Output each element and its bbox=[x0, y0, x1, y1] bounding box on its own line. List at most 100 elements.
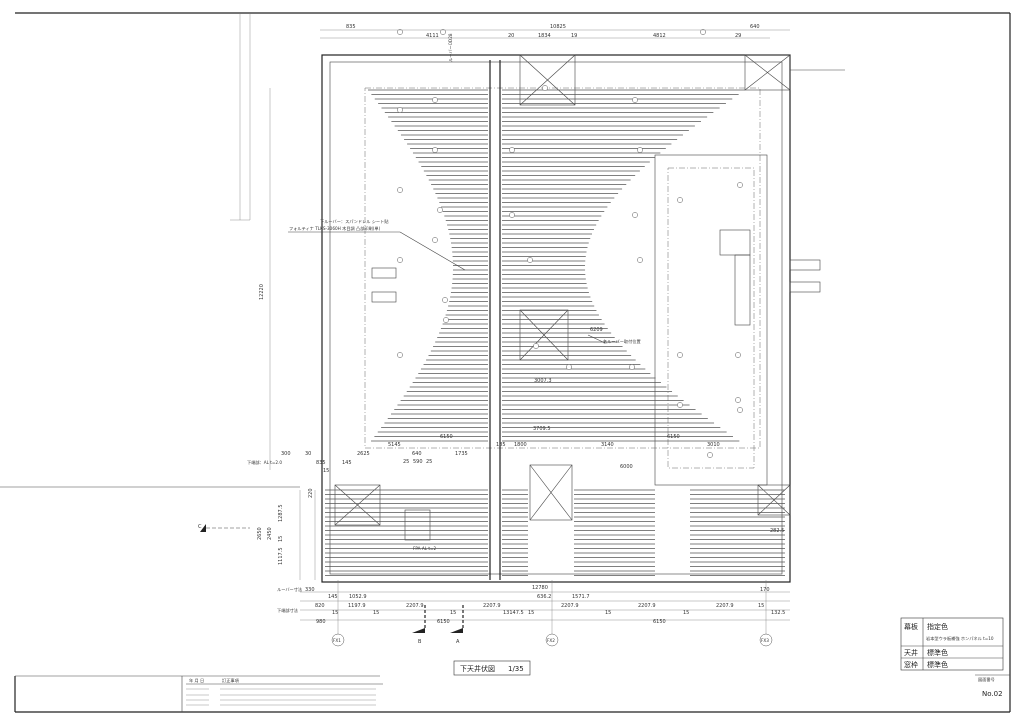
drawing-frame bbox=[0, 12, 1011, 713]
light-fixture-icon bbox=[677, 402, 683, 408]
light-fixture-icon bbox=[432, 97, 438, 103]
dim: 6150 bbox=[440, 434, 453, 440]
dim: 1800 bbox=[514, 442, 527, 448]
dim: 170 bbox=[760, 587, 770, 593]
dim: 15 bbox=[373, 610, 379, 616]
dim: 5145 bbox=[388, 442, 401, 448]
row-label: ルーバー寸法 bbox=[277, 586, 302, 593]
dim: 12780 bbox=[532, 585, 548, 591]
dim: 6150 bbox=[437, 619, 450, 625]
left-dimensions: 12220 300 30 835 145 15 2625 220 1287.5 … bbox=[257, 284, 370, 593]
dim: 2207.9 bbox=[483, 603, 501, 609]
dim: 10825 bbox=[550, 24, 566, 30]
section-label-b: B bbox=[418, 639, 422, 645]
section-marker-a bbox=[450, 628, 463, 633]
light-fixture-icon bbox=[397, 107, 403, 113]
dim: 1735 bbox=[455, 451, 468, 457]
dim: 15 bbox=[332, 610, 338, 616]
row-label: 下端部寸法 bbox=[277, 607, 298, 614]
dim: 1197.9 bbox=[348, 603, 366, 609]
dim: 6150 bbox=[667, 434, 680, 440]
dim: 300 bbox=[281, 451, 291, 457]
building-outline bbox=[321, 54, 845, 583]
light-fixture-icon bbox=[440, 29, 446, 35]
dim: 15 bbox=[278, 536, 284, 542]
louver-note: ルーバーOD28 bbox=[448, 33, 453, 62]
light-fixture-icon bbox=[533, 343, 539, 349]
light-fixture-icon bbox=[397, 257, 403, 263]
light-fixture-icon bbox=[542, 85, 548, 91]
revision-content-header: 訂正事項 bbox=[222, 677, 240, 684]
dim: 13147.5 bbox=[503, 610, 524, 616]
dim: 4812 bbox=[653, 33, 666, 39]
louver-spec: 下ルーバー：スパンドレル シート貼 bbox=[320, 218, 389, 225]
dim: 1834 bbox=[538, 33, 551, 39]
dim: 15 bbox=[323, 468, 329, 474]
dim: 1571.7 bbox=[572, 594, 590, 600]
dim: 15 bbox=[683, 610, 689, 616]
grid-markers: FX1 FX2 FX3 B A C bbox=[198, 524, 773, 647]
dim: 590 bbox=[413, 459, 423, 465]
dim: 145 bbox=[328, 594, 338, 600]
ceiling-fixtures bbox=[397, 29, 743, 458]
dim: 835 bbox=[316, 460, 326, 466]
drawing-number: No.02 bbox=[982, 690, 1003, 698]
finish-label: 窓枠 bbox=[904, 660, 918, 669]
light-fixture-icon bbox=[397, 352, 403, 358]
light-fixture-icon bbox=[737, 182, 743, 188]
dim: 835 bbox=[346, 24, 356, 30]
light-fixture-icon bbox=[677, 352, 683, 358]
dim: 15 bbox=[450, 610, 456, 616]
dim: 820 bbox=[315, 603, 325, 609]
dim: 12220 bbox=[259, 284, 265, 300]
dim: 1052.9 bbox=[349, 594, 367, 600]
louver-hatching bbox=[325, 89, 785, 576]
dim: 3010 bbox=[707, 442, 720, 448]
light-fixture-icon bbox=[437, 207, 443, 213]
fpa-note: FPA AL t=2 bbox=[413, 546, 437, 551]
dim: 6150 bbox=[653, 619, 666, 625]
dim: 2207.9 bbox=[561, 603, 579, 609]
grid-label-fx3: FX3 bbox=[761, 638, 769, 643]
light-fixture-icon bbox=[637, 257, 643, 263]
drawing-number-label: 図面番号 bbox=[978, 676, 995, 683]
light-fixture-icon bbox=[432, 147, 438, 153]
dim: 640 bbox=[750, 24, 760, 30]
finish-value: 指定色 bbox=[927, 622, 948, 631]
dim: 15 bbox=[528, 610, 534, 616]
dim: 1117.5 bbox=[278, 548, 284, 566]
finish-label: 幕板 bbox=[904, 622, 918, 631]
light-fixture-icon bbox=[632, 97, 638, 103]
finish-note: 岩本型ウラ板補強 ホンパネル t=10 bbox=[926, 635, 994, 642]
light-fixture-icon bbox=[700, 29, 706, 35]
dim: 29 bbox=[735, 33, 741, 39]
section-marker-c bbox=[200, 524, 206, 532]
dim: 3007.3 bbox=[534, 378, 552, 384]
light-fixture-icon bbox=[397, 187, 403, 193]
light-fixture-icon bbox=[735, 352, 741, 358]
dim: 1287.5 bbox=[278, 505, 284, 523]
dim: 4111 bbox=[426, 33, 439, 39]
light-fixture-icon bbox=[707, 452, 713, 458]
grid-label-fx1: FX1 bbox=[333, 638, 341, 643]
light-fixture-icon bbox=[737, 407, 743, 413]
louver-position-note: 各ルーバー取付位置 bbox=[603, 338, 641, 345]
light-fixture-icon bbox=[397, 29, 403, 35]
dim: 6000 bbox=[620, 464, 633, 470]
dim: 330 bbox=[305, 587, 315, 593]
dim: 25 bbox=[403, 459, 409, 465]
dim: 2207.9 bbox=[406, 603, 424, 609]
dim: 30 bbox=[305, 451, 311, 457]
dim: 185 bbox=[496, 442, 506, 448]
finish-value: 標準色 bbox=[927, 648, 948, 657]
louver-spec: フォルティナ TLKS-3060H 木目調 凸部印刷(単) bbox=[289, 225, 381, 232]
annotations: 下ルーバー：スパンドレル シート貼 フォルティナ TLKS-3060H 木目調 … bbox=[247, 218, 784, 551]
dim: 3709.5 bbox=[533, 426, 551, 432]
light-fixture-icon bbox=[443, 317, 449, 323]
light-fixture-icon bbox=[566, 364, 572, 370]
drawing-scale: 1/35 bbox=[508, 665, 524, 673]
dimension-lines bbox=[206, 29, 790, 638]
dim: 15 bbox=[605, 610, 611, 616]
light-fixture-icon bbox=[632, 212, 638, 218]
revision-date-header: 年 月 日 bbox=[189, 677, 204, 684]
